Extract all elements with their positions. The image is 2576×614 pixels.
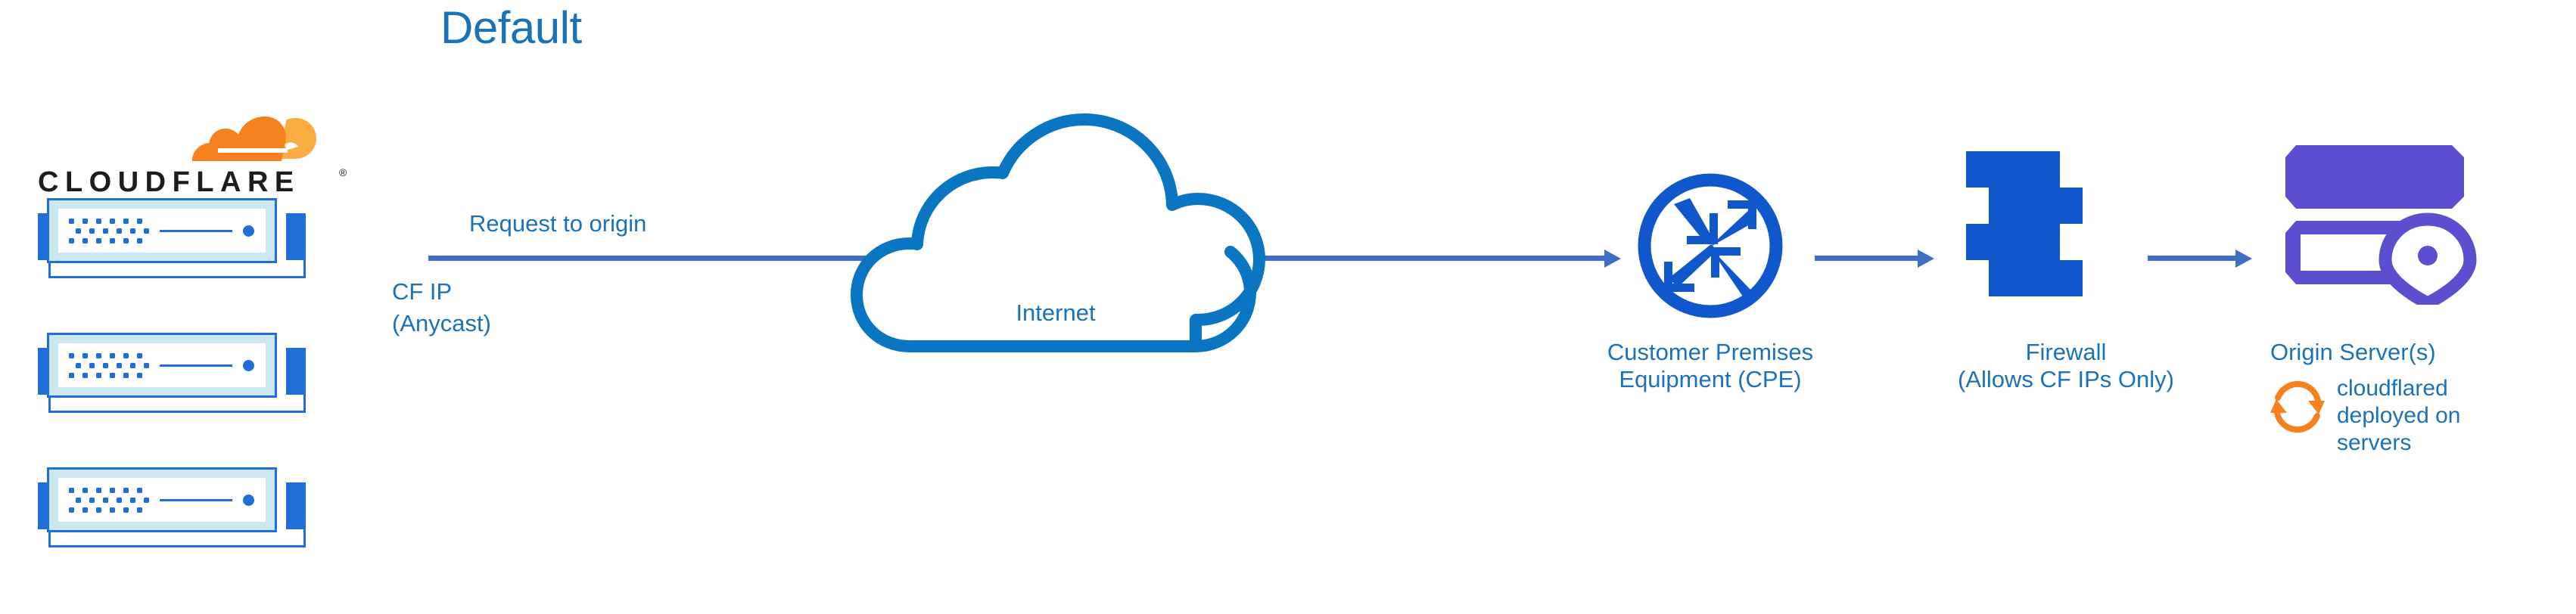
edge-label-cf-ip: CF IP (392, 278, 453, 305)
node-label-firewall-line2: (Allows CF IPs Only) (1958, 366, 2174, 392)
cpe-to-firewall-arrow-head (1918, 250, 1934, 268)
registered-trademark-icon: ® (339, 166, 347, 178)
cloudflared-annotation: cloudflared deployed on servers (2337, 375, 2564, 457)
page-title: Default (440, 2, 582, 53)
cpe-router-icon (1631, 166, 1790, 329)
server-rack-icon (17, 466, 327, 550)
cloudflared-line-1: cloudflared (2337, 376, 2448, 401)
cloudflared-line-2: deployed on (2337, 403, 2461, 428)
request-to-origin-arrow-head (1604, 250, 1621, 268)
node-label-cpe-line2: Equipment (CPE) (1619, 366, 1802, 392)
rack-power-dot (243, 360, 254, 371)
node-label-firewall-line1: Firewall (2025, 339, 2107, 365)
rack-power-dot (243, 495, 254, 506)
server-rack-icon (17, 197, 327, 281)
led-indicator-grid (69, 488, 149, 513)
cloudflare-wordmark: CLOUDFLARE (38, 166, 300, 198)
rack-body (47, 467, 277, 532)
rack-tab-right (286, 482, 306, 529)
cloudflared-line-3: servers (2337, 430, 2412, 455)
led-indicator-grid (69, 353, 149, 379)
cloudflare-cloud-icon (174, 97, 318, 165)
edge-label-cf-ip-anycast: (Anycast) (392, 310, 491, 336)
internet-cloud-icon (840, 106, 1271, 359)
rack-status-line (160, 499, 232, 501)
cloudflare-logo: CLOUDFLARE ® (38, 97, 347, 198)
rack-face (58, 209, 266, 253)
edge-label-request-to-origin: Request to origin (469, 210, 647, 237)
rack-body (47, 333, 277, 398)
node-label-internet: Internet (1016, 299, 1096, 326)
rack-tab-right (286, 348, 306, 395)
rack-body (47, 198, 277, 263)
node-label-origin-server: Origin Server(s) (2270, 339, 2436, 365)
firewall-to-origin-arrow-shaft (2148, 256, 2238, 261)
node-label-cpe-line1: Customer Premises (1607, 339, 1814, 365)
server-rack-icon (17, 331, 327, 416)
rack-status-line (160, 364, 232, 367)
rack-face (58, 343, 266, 387)
rack-power-dot (243, 225, 254, 237)
origin-server-icon (2284, 142, 2481, 311)
sync-arrows-icon (2269, 378, 2326, 439)
led-indicator-grid (69, 219, 149, 244)
rack-status-line (160, 230, 232, 232)
firewall-brick-wall-icon (1963, 148, 2122, 303)
cpe-to-firewall-arrow-shaft (1815, 256, 1921, 261)
rack-face (58, 478, 266, 522)
firewall-to-origin-arrow-head (2235, 250, 2252, 268)
rack-tab-right (286, 213, 306, 260)
